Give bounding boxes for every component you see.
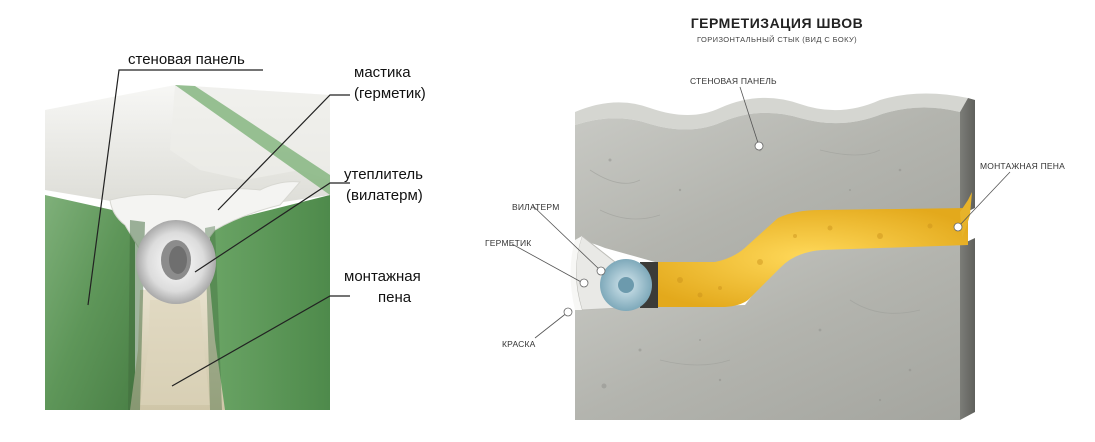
label-foam-right: МОНТАЖНАЯ ПЕНА — [980, 161, 1065, 171]
diagram-subtitle: ГОРИЗОНТАЛЬНЫЙ СТЫК (ВИД С БОКУ) — [697, 35, 857, 44]
label-mastic: мастика — [354, 64, 411, 81]
right-seam-diagram: ГЕРМЕТИЗАЦИЯ ШВОВ ГОРИЗОНТАЛЬНЫЙ СТЫК (В… — [485, 15, 1065, 420]
label-sealant-right: ГЕРМЕТИК — [485, 238, 531, 248]
label-vilaterm-right: ВИЛАТЕРМ — [512, 202, 559, 212]
right-wall-panel-front — [210, 195, 330, 410]
label-insulation: утеплитель — [344, 166, 423, 183]
upper-panel-side — [960, 98, 975, 215]
diagram-title: ГЕРМЕТИЗАЦИЯ ШВОВ — [691, 15, 864, 31]
lower-concrete-panel — [575, 245, 960, 420]
leader-dots — [563, 141, 963, 317]
right-leader-lines — [511, 86, 1011, 339]
label-mounting-foam-2: пена — [378, 289, 412, 306]
label-wall-panel: стеновая панель — [128, 51, 245, 68]
label-panel-right: СТЕНОВАЯ ПАНЕЛЬ — [690, 76, 777, 86]
lower-panel-side — [960, 238, 975, 420]
label-insulation-vilaterm: (вилатерм) — [346, 187, 423, 204]
left-leader-lines — [87, 69, 350, 387]
left-wall-panel-front — [45, 195, 135, 410]
label-mounting-foam: монтажная — [344, 268, 421, 285]
mounting-foam-fill — [650, 208, 968, 307]
label-paint-right: КРАСКА — [502, 339, 536, 349]
upper-concrete-panel — [575, 107, 960, 285]
label-mastic-sealant: (герметик) — [354, 85, 426, 102]
paint-layer — [570, 236, 582, 310]
left-panel-illustration: стеновая панель мастика (герметик) утепл… — [45, 51, 426, 410]
upper-panel-top-face — [575, 93, 968, 130]
foam-tip-right — [960, 192, 972, 238]
